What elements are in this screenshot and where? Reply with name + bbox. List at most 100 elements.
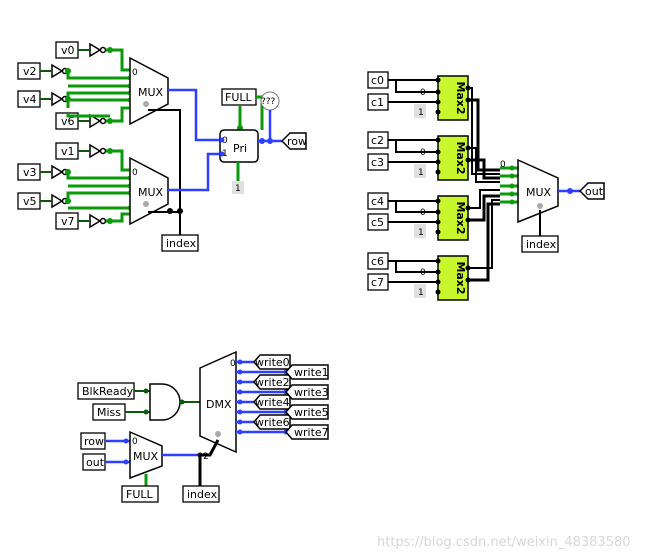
svg-text:write4: write4 (255, 396, 290, 409)
svg-text:Miss: Miss (97, 406, 121, 419)
svg-text:FULL: FULL (225, 91, 253, 104)
blkready-pin[interactable]: BlkReady (77, 382, 135, 400)
index-pin-2[interactable]: index (521, 235, 559, 253)
svg-text:1: 1 (418, 168, 424, 178)
input-pin-v2[interactable]: v2 (17, 62, 41, 80)
input-pin-c6[interactable]: c6 (367, 252, 389, 270)
svg-text:c7: c7 (371, 276, 384, 289)
input-pin-v7[interactable]: v7 (55, 212, 79, 230)
miss-pin[interactable]: Miss (92, 403, 126, 421)
svg-text:MUX: MUX (138, 186, 164, 199)
write-pin-1: write1 (285, 364, 329, 380)
max2-unit-1[interactable]: Max2 (437, 135, 469, 181)
demux[interactable]: 0 DMX (199, 350, 237, 454)
svg-text:write3: write3 (294, 386, 329, 399)
input-pin-c2[interactable]: c2 (367, 131, 389, 149)
input-pin-c0[interactable]: c0 (367, 71, 389, 89)
svg-text:row: row (84, 435, 104, 448)
svg-text:v4: v4 (23, 93, 37, 106)
svg-text:v3: v3 (23, 166, 37, 179)
svg-text:write1: write1 (294, 366, 329, 379)
svg-text:c3: c3 (371, 156, 384, 169)
input-pin-c1[interactable]: c1 (367, 93, 389, 111)
svg-text:Max2: Max2 (454, 81, 467, 114)
svg-text:Max2: Max2 (454, 261, 467, 294)
svg-text:0: 0 (420, 208, 426, 218)
svg-text:c6: c6 (371, 255, 384, 268)
svg-text:0: 0 (420, 88, 426, 98)
svg-text:MUX: MUX (526, 186, 552, 199)
svg-text:1: 1 (235, 184, 241, 194)
input-pin-c7[interactable]: c7 (367, 273, 389, 291)
mux-row-out[interactable]: 0 MUX (129, 430, 163, 480)
wires-top-green (40, 47, 133, 124)
block2-max-circuit: c0 c1 c2 c3 c4 c5 c6 c7 Max2 Max2 Max2 (367, 71, 605, 301)
input-pin-v5[interactable]: v5 (17, 192, 41, 210)
mux-top[interactable]: 0 MUX (129, 56, 169, 126)
write-pin-6: write6 (253, 414, 291, 430)
svg-text:index: index (187, 488, 218, 501)
svg-text:c0: c0 (371, 74, 384, 87)
max2-unit-2[interactable]: Max2 (437, 195, 469, 241)
svg-text:2: 2 (203, 452, 209, 462)
out-input-pin[interactable]: out (82, 453, 106, 471)
full-pin-2[interactable]: FULL (121, 485, 159, 503)
and-gate[interactable] (149, 383, 181, 421)
index-pin-3[interactable]: index (182, 485, 220, 503)
wires-bottom-green (40, 148, 133, 224)
svg-text:v7: v7 (61, 215, 75, 228)
svg-text:1: 1 (418, 288, 424, 298)
svg-text:???: ??? (261, 97, 276, 107)
index-pin-1[interactable]: index (161, 234, 199, 252)
max2-unit-3[interactable]: Max2 (437, 255, 469, 301)
input-pin-c4[interactable]: c4 (367, 192, 389, 210)
svg-text:MUX: MUX (133, 450, 159, 463)
svg-text:1: 1 (222, 149, 228, 159)
mux2-inputs-green (500, 165, 518, 205)
input-pin-v3[interactable]: v3 (17, 163, 41, 181)
svg-text:row: row (287, 135, 307, 148)
write-pin-4: write4 (253, 394, 291, 410)
svg-text:0: 0 (132, 168, 138, 178)
full-pin[interactable]: FULL (221, 88, 257, 106)
svg-text:Pri: Pri (233, 142, 247, 155)
write-pin-7: write7 (285, 424, 329, 440)
svg-text:0: 0 (230, 359, 236, 369)
write-pin-2: write2 (253, 374, 291, 390)
input-pin-v0[interactable]: v0 (55, 41, 79, 59)
svg-text:write7: write7 (294, 426, 329, 439)
svg-text:MUX: MUX (138, 86, 164, 99)
svg-text:0: 0 (222, 136, 228, 146)
svg-text:write2: write2 (255, 376, 290, 389)
svg-text:write5: write5 (294, 406, 329, 419)
svg-text:v2: v2 (23, 65, 37, 78)
svg-text:index: index (526, 238, 557, 251)
svg-text:Max2: Max2 (454, 201, 467, 234)
input-pin-v4[interactable]: v4 (17, 90, 41, 108)
svg-text:BlkReady: BlkReady (82, 385, 134, 398)
write-pin-3: write3 (285, 384, 329, 400)
input-pin-c3[interactable]: c3 (367, 153, 389, 171)
mux-bottom[interactable]: 0 MUX (129, 156, 169, 226)
row-output-pin: row (280, 132, 307, 150)
mux-max-select[interactable]: 0 MUX (500, 158, 559, 224)
max2-unit-0[interactable]: Max2 (437, 75, 469, 121)
svg-text:v5: v5 (23, 195, 37, 208)
write-pin-0: write0 (253, 354, 291, 370)
svg-text:index: index (166, 237, 197, 250)
input-pin-v1[interactable]: v1 (55, 142, 79, 160)
out-pin: out (578, 182, 605, 200)
svg-text:1: 1 (418, 228, 424, 238)
row-pin[interactable]: row (80, 432, 106, 450)
svg-text:0: 0 (420, 268, 426, 278)
input-pin-c5[interactable]: c5 (367, 213, 389, 231)
svg-text:c5: c5 (371, 216, 384, 229)
write-pin-5: write5 (285, 404, 329, 420)
priority-encoder[interactable]: 0 1 Pri (219, 129, 259, 163)
svg-text:1: 1 (418, 108, 424, 118)
svg-text:0: 0 (420, 148, 426, 158)
svg-text:write6: write6 (255, 416, 290, 429)
svg-text:FULL: FULL (126, 488, 154, 501)
